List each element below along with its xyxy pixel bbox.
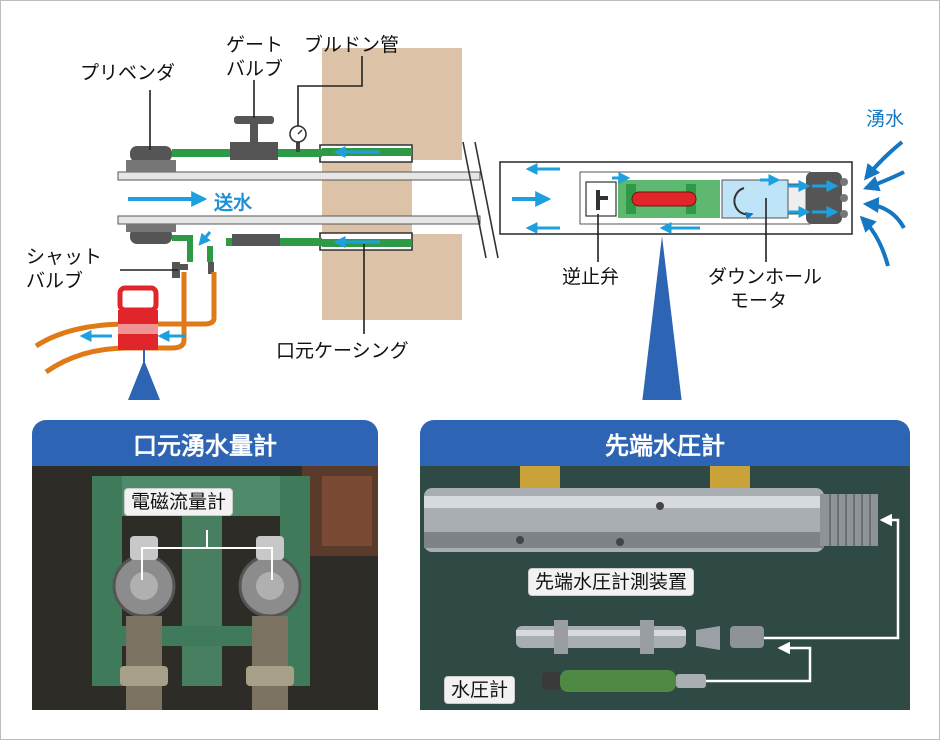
inflow-arrows — [859, 140, 906, 267]
tag-tip-pressure-device: 先端水圧計測装置 — [528, 568, 695, 596]
pressure-pointer-lines — [706, 513, 900, 683]
bourdon-gauge — [289, 125, 307, 152]
photo-pressure-device — [420, 466, 910, 710]
panel-title-tip-pressure: 先端水圧計 — [420, 420, 910, 466]
flowmeter-pointer-lines — [141, 530, 273, 580]
label-downhole-motor-line2: モータ — [730, 290, 788, 312]
tag-pressure-gauge: 水圧計 — [444, 676, 516, 704]
flowmeter-photo-illustration — [32, 466, 378, 710]
label-preventer: プリベンダ — [80, 62, 176, 84]
gate-valve — [230, 116, 278, 160]
flow-meter — [117, 285, 159, 350]
label-gate-valve-line1: ゲート — [226, 34, 284, 56]
label-shut-valve-line2: バルブ — [26, 270, 84, 292]
label-downhole-motor-line1: ダウンホール — [708, 266, 823, 288]
label-gate-valve-line2: バルブ — [226, 58, 284, 80]
pressure-device-photo-illustration — [420, 466, 910, 710]
check-valve — [585, 181, 617, 217]
break-mark — [462, 141, 499, 259]
borehole-diagram — [34, 48, 906, 400]
callout-right — [642, 236, 682, 400]
photo-flowmeter — [32, 466, 378, 710]
label-check-valve: 逆止弁 — [562, 266, 620, 288]
leader-lines — [120, 56, 767, 334]
label-water-supply: 送水 — [214, 192, 253, 214]
label-inflow: 湧水 — [866, 108, 905, 130]
tag-em-flowmeter: 電磁流量計 — [124, 488, 234, 516]
callout-left — [128, 360, 160, 400]
label-collar-casing: 口元ケーシング — [276, 340, 409, 362]
panel-title-collar-flowmeter: 口元湧水量計 — [32, 420, 378, 466]
preventer — [126, 146, 176, 244]
drill-bit — [806, 172, 848, 224]
label-bourdon-tube: ブルドン管 — [304, 34, 400, 56]
label-shut-valve-line1: シャット — [26, 246, 103, 268]
pressure-gauge-device — [618, 180, 720, 218]
